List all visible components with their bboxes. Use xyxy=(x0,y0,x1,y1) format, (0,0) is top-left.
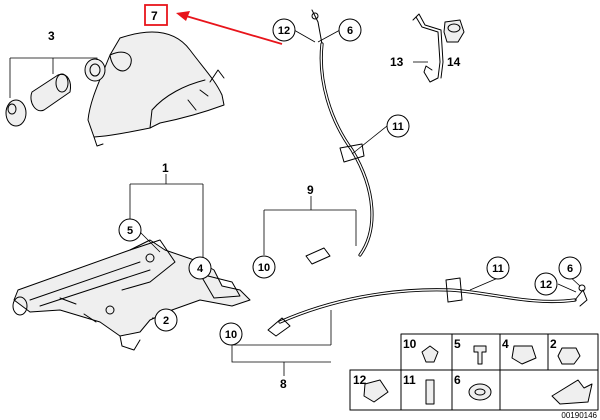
callout-2: 2 xyxy=(163,315,169,327)
callout-circle-4: 4 xyxy=(188,256,212,280)
clip-bracket-drawing xyxy=(412,13,444,83)
legend-arrow-icon xyxy=(551,379,593,405)
callout-6-top: 6 xyxy=(347,25,353,37)
reference-number: 00190146 xyxy=(561,411,597,420)
callout-9: 9 xyxy=(307,183,314,197)
legend-label-2: 2 xyxy=(550,337,557,351)
legend-label-10: 10 xyxy=(403,337,417,351)
legend-cable-clip-icon xyxy=(363,379,389,403)
legend-bracket-icon xyxy=(511,345,537,365)
bushing-set-drawing xyxy=(5,57,106,127)
callout-circle-12-top: 12 xyxy=(272,18,296,42)
legend-label-12: 12 xyxy=(353,373,367,387)
legend-screw-icon xyxy=(473,345,487,365)
grommet-drawing xyxy=(443,19,465,43)
callout-8: 8 xyxy=(280,377,287,391)
leader-lines xyxy=(129,29,581,376)
callout-circle-10-mid: 10 xyxy=(252,255,276,279)
callout-10-bottom: 10 xyxy=(225,329,237,341)
lower-cable-drawing xyxy=(267,247,588,337)
callout-11-bottom: 11 xyxy=(492,263,504,275)
legend-label-5: 5 xyxy=(454,337,461,351)
legend-nut-icon xyxy=(557,347,581,365)
callout-10-mid: 10 xyxy=(258,262,270,274)
callout-circle-12-bottom: 12 xyxy=(534,272,558,296)
boot-cover-drawing xyxy=(87,31,225,147)
legend-label-6: 6 xyxy=(454,373,461,387)
callout-14: 14 xyxy=(447,55,461,69)
callout-circle-6-top: 6 xyxy=(338,18,362,42)
handbrake-lever-drawing xyxy=(12,239,251,351)
callout-circle-5: 5 xyxy=(118,218,142,242)
callout-circle-2: 2 xyxy=(154,308,178,332)
callout-1: 1 xyxy=(162,161,169,175)
callout-7: 7 xyxy=(151,9,158,23)
callout-12-top: 12 xyxy=(278,25,290,37)
callout-circle-11-bottom: 11 xyxy=(486,256,510,280)
legend-label-4: 4 xyxy=(502,337,509,351)
callout-3: 3 xyxy=(48,29,55,43)
legend-washer-icon xyxy=(468,383,492,401)
callout-6-bottom: 6 xyxy=(567,263,573,275)
legend-label-11: 11 xyxy=(403,373,416,387)
legend-bolt-icon xyxy=(425,379,435,405)
callout-circle-10-bottom: 10 xyxy=(219,322,243,346)
callout-4: 4 xyxy=(197,263,204,275)
highlight-part-7 xyxy=(144,4,283,45)
callout-12-bottom: 12 xyxy=(540,279,552,291)
callout-11-top: 11 xyxy=(392,121,404,133)
callout-circle-6-bottom: 6 xyxy=(558,256,582,280)
callout-5: 5 xyxy=(127,225,133,237)
callout-13: 13 xyxy=(390,55,404,69)
callout-circle-11-top: 11 xyxy=(386,114,410,138)
upper-cable-drawing xyxy=(311,9,374,257)
small-parts-legend: 10 5 4 2 12 11 6 xyxy=(349,333,599,411)
legend-clip-icon xyxy=(421,345,439,363)
